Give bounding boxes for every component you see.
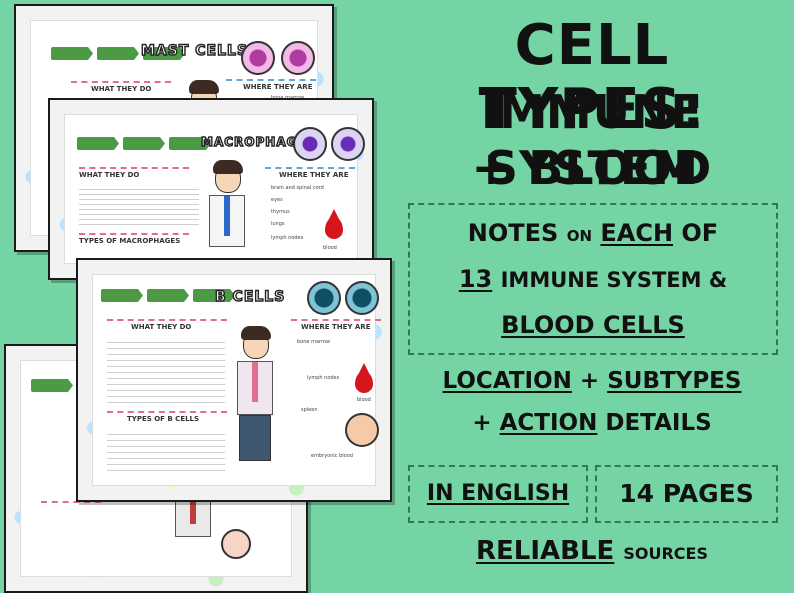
notes-box: NOTES ON EACH OF 13 IMMUNE SYSTEM & BLOO… [408,203,778,355]
preview-card-macrophages: MACROPHAGES WHAT THEY DO TYPES OF MACROP… [48,98,374,280]
breadcrumb-chips [101,289,235,302]
divider [41,501,101,503]
notes-word: OF [681,219,719,247]
feature-word: ACTION [499,410,598,436]
section-heading: WHAT THEY DO [79,171,140,179]
breadcrumb-chip [77,137,119,150]
b-cell-icon [345,281,379,315]
breadcrumb-chip [169,137,211,150]
breadcrumb-chip [101,289,143,302]
feature-word: + [579,368,600,394]
section-heading: WHAT THEY DO [91,85,152,93]
location-label: blood [323,245,337,251]
notes-line-1: NOTES ON EACH OF [410,219,776,247]
location-label: spleen [301,407,318,413]
divider [71,81,171,83]
divider [107,411,227,413]
language-badge: IN ENGLISH [408,465,588,523]
divider [79,233,189,235]
breadcrumb-chips [31,379,73,392]
breadcrumb-chip [143,47,185,60]
headline-line-2: IMMUNE SYSTEM [481,85,703,195]
location-label: bone marrow [297,339,331,345]
notes-word: NOTES [467,219,559,247]
b-cell-icon [307,281,341,315]
section-heading: TYPES OF B CELLS [127,415,200,423]
location-label: lungs [271,221,285,227]
features-line-1: LOCATION + SUBTYPES [396,368,788,394]
section-heading: WHERE THEY ARE [279,171,349,179]
notes-word: IMMUNE SYSTEM & [500,268,728,292]
feature-word: DETAILS [605,410,712,436]
divider [226,79,316,81]
card-title: B CELLS [214,288,286,305]
character-figure [209,160,245,247]
divider [107,319,227,321]
notes-line-3: BLOOD CELLS [501,311,685,339]
mast-cell-icon [281,41,315,75]
language-label: IN ENGLISH [426,481,570,506]
card-title: MAST CELLS [140,42,249,59]
description-lines [107,429,225,475]
preview-card-b-cells: B CELLS WHAT THEY DO TYPES OF B CELLS WH… [76,258,392,502]
breadcrumb-chip [147,289,189,302]
description-lines [79,185,199,225]
features-line-2: + ACTION DETAILS [396,410,788,436]
sources-line: RELIABLE SOURCES [396,536,788,566]
character-figure [237,326,273,461]
location-label: lymph nodes [271,235,304,241]
notes-word: ON [566,227,593,245]
divider [265,167,355,169]
embryo-icon [221,529,251,559]
notes-line-2: 13 IMMUNE SYSTEM & [410,265,776,293]
card-page: MACROPHAGES WHAT THEY DO TYPES OF MACROP… [64,114,365,264]
pages-label: 14 PAGES [619,479,754,508]
blood-drop-icon [355,363,373,393]
breadcrumb-chip [31,379,73,392]
section-heading: WHAT THEY DO [131,323,192,331]
location-label: eyes [271,197,283,203]
divider [291,319,381,321]
card-page: B CELLS WHAT THEY DO TYPES OF B CELLS WH… [92,274,381,486]
divider [79,167,189,169]
breadcrumb-chip [193,289,235,302]
mast-cell-icon [241,41,275,75]
sources-word: RELIABLE [476,536,615,566]
section-heading: TYPES OF MACROPHAGES [79,237,181,245]
breadcrumb-chip [123,137,165,150]
section-heading: WHERE THEY ARE [301,323,371,331]
breadcrumb-chip [51,47,93,60]
macrophage-icon [331,127,365,161]
location-label: thymus [271,209,290,215]
card-title: MACROPHAGES [200,134,317,149]
notes-word: EACH [600,219,674,247]
breadcrumb-chips [51,47,185,60]
location-label: embryonic blood [311,453,353,459]
section-heading: WHERE THEY ARE [243,83,313,91]
location-label: brain and spinal cord [271,185,324,191]
headline-line-1: CELL TYPES: [478,13,706,142]
macrophage-icon [293,127,327,161]
breadcrumb-chip [97,47,139,60]
pregnant-figure-icon [345,413,379,447]
sources-word: SOURCES [623,544,708,563]
headline-line-3: + BLOOD [471,141,713,195]
blood-drop-icon [325,209,343,239]
description-lines [107,337,225,403]
feature-word: LOCATION [442,368,572,394]
feature-word: SUBTYPES [607,368,742,394]
notes-word: 13 [458,265,493,293]
pages-badge: 14 PAGES [595,465,778,523]
breadcrumb-chips [77,137,211,150]
feature-word: + [472,410,492,436]
location-label: blood [357,397,371,403]
location-label: lymph nodes [307,375,340,381]
